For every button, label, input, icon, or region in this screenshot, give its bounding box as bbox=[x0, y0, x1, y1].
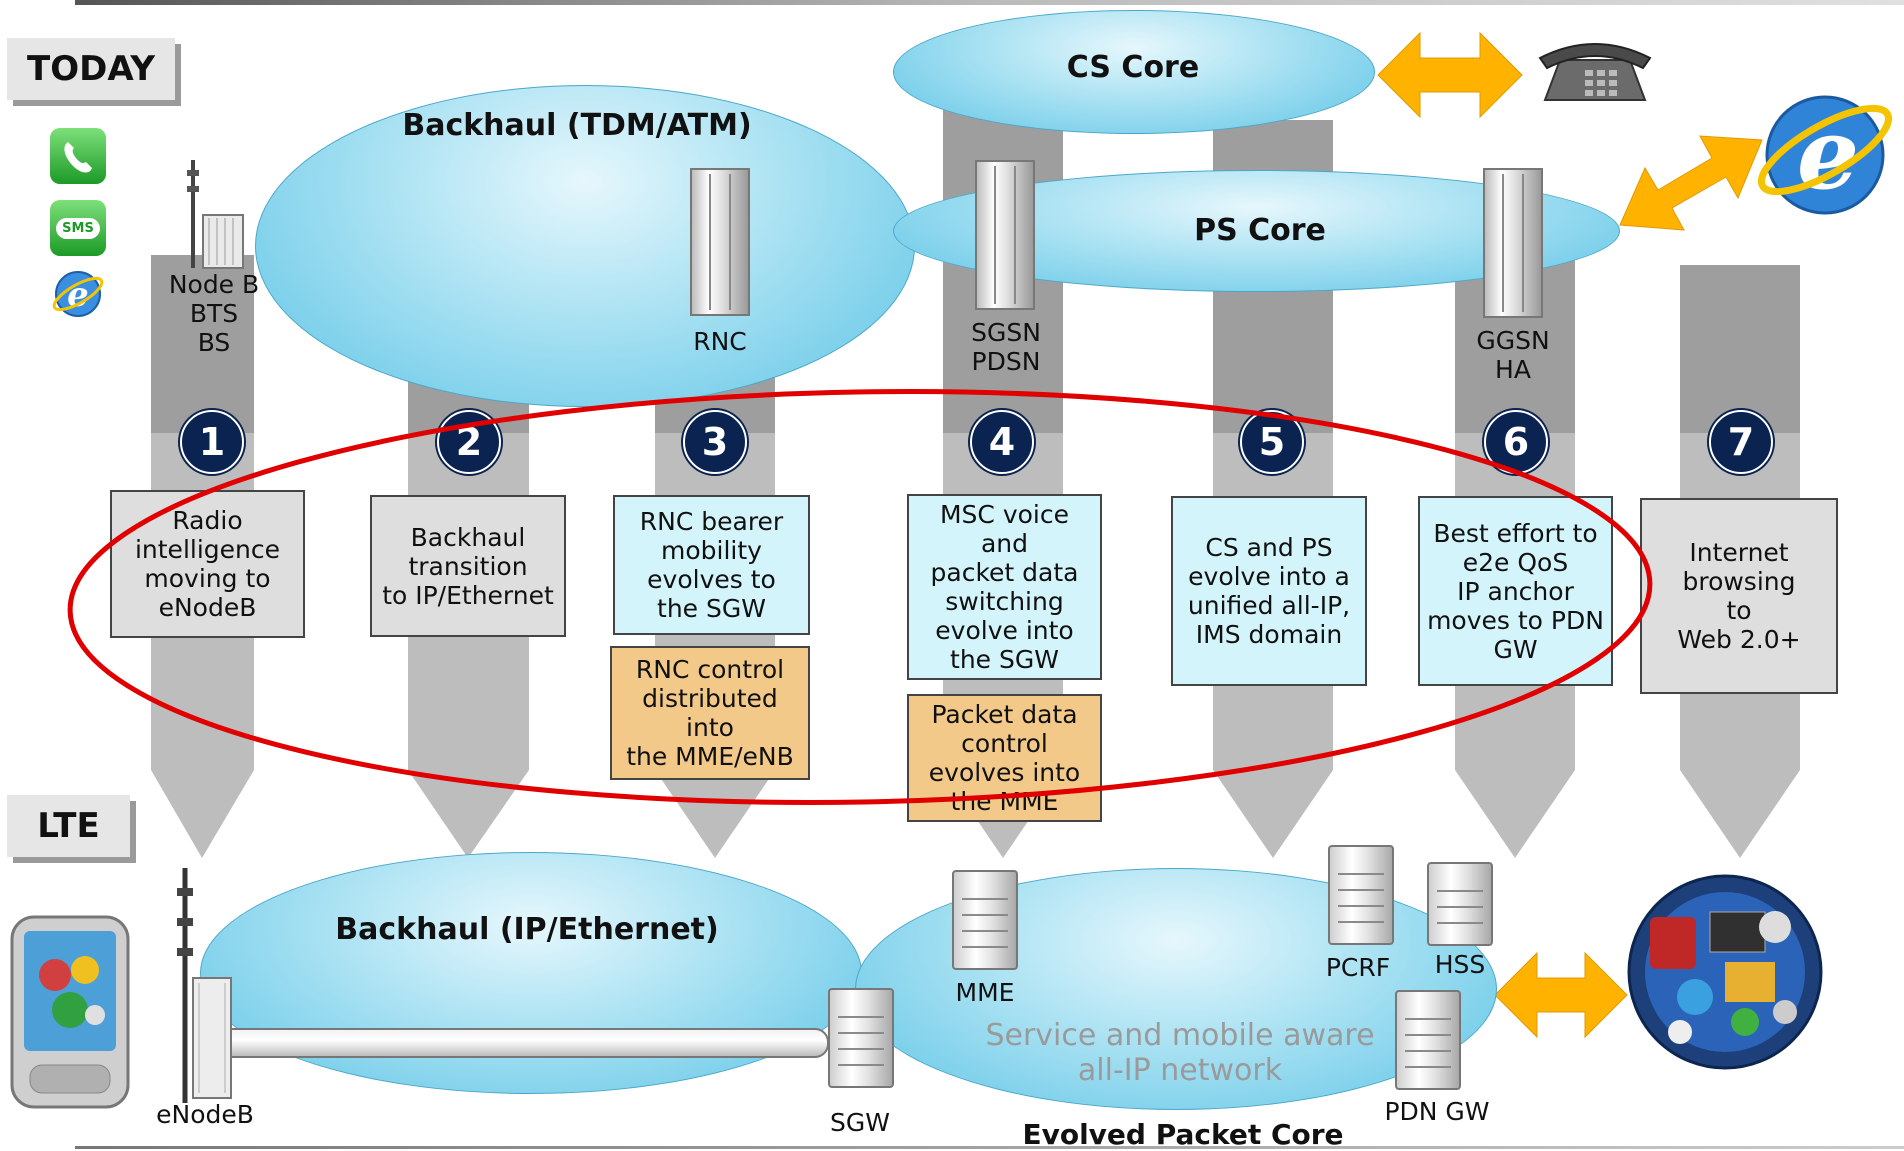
step-3-box: RNC bearer mobility evolves to the SGW bbox=[613, 495, 810, 635]
nodeb-antenna-icon bbox=[187, 160, 244, 269]
sgsn-label: SGSN PDSN bbox=[971, 318, 1041, 376]
pdngw-server-icon bbox=[1395, 990, 1461, 1090]
today-tag: TODAY bbox=[7, 38, 175, 100]
smartphone-icon bbox=[10, 915, 130, 1109]
sgsn-server-icon bbox=[975, 160, 1035, 310]
hss-label: HSS bbox=[1434, 950, 1486, 979]
step-3-extra-box: RNC control distributed into the MME/eNB bbox=[610, 646, 810, 780]
lte-tag: LTE bbox=[7, 795, 130, 857]
top-rule bbox=[75, 0, 1904, 5]
rnc-label: RNC bbox=[693, 327, 747, 356]
backhaul-pipe bbox=[215, 1028, 829, 1058]
bottom-rule bbox=[75, 1146, 1904, 1149]
backhaul-tdm-label: Backhaul (TDM/ATM) bbox=[402, 108, 752, 143]
cs-core-label: CS Core bbox=[1066, 50, 1200, 85]
epc-caption: Evolved Packet Core bbox=[1022, 1118, 1344, 1151]
sgw-server-icon bbox=[828, 988, 894, 1088]
backhaul-tdm-cloud bbox=[255, 85, 915, 407]
enodeb-label: eNodeB bbox=[156, 1100, 254, 1129]
cs-phone-arrow bbox=[1377, 31, 1523, 119]
step-4-extra-box: Packet data control evolves into the MME bbox=[907, 694, 1102, 822]
epc-services-arrow bbox=[1494, 951, 1628, 1039]
rnc-server-icon bbox=[690, 168, 750, 316]
browser-small-icon: e bbox=[50, 266, 106, 322]
pcrf-label: PCRF bbox=[1325, 953, 1391, 982]
ps-internet-arrow bbox=[1619, 135, 1763, 231]
multimedia-services-icon bbox=[1627, 874, 1823, 1070]
sms-app-icon: SMS bbox=[50, 200, 106, 256]
internet-browser-icon: e bbox=[1758, 95, 1892, 215]
phone-app-icon bbox=[50, 128, 106, 184]
step-2-box: Backhaul transition to IP/Ethernet bbox=[370, 495, 566, 637]
ps-core-label: PS Core bbox=[1194, 213, 1326, 248]
step-badge-1: 1 bbox=[180, 410, 244, 474]
step-6-box: Best effort to e2e QoS IP anchor moves t… bbox=[1418, 496, 1613, 686]
ggsn-server-icon bbox=[1483, 168, 1543, 318]
sgw-label: SGW bbox=[830, 1108, 890, 1137]
step-4-box: MSC voice and packet data switching evol… bbox=[907, 494, 1102, 680]
step-7-box: Internet browsing to Web 2.0+ bbox=[1640, 498, 1838, 694]
mme-label: MME bbox=[955, 978, 1015, 1007]
step-badge-7: 7 bbox=[1709, 410, 1773, 474]
step-badge-4: 4 bbox=[970, 410, 1034, 474]
enodeb-antenna-icon bbox=[177, 868, 232, 1103]
epc-inner-label: Service and mobile aware all-IP network bbox=[985, 1018, 1375, 1088]
step-badge-3: 3 bbox=[683, 410, 747, 474]
hss-server-icon bbox=[1427, 862, 1493, 946]
pdngw-label: PDN GW bbox=[1384, 1097, 1490, 1126]
desk-phone-icon bbox=[1538, 43, 1652, 101]
nodeb-label: Node B BTS BS bbox=[168, 270, 260, 357]
ggsn-label: GGSN HA bbox=[1476, 326, 1550, 384]
mme-server-icon bbox=[952, 870, 1018, 970]
step-5-box: CS and PS evolve into a unified all-IP, … bbox=[1171, 496, 1367, 686]
pcrf-server-icon bbox=[1328, 845, 1394, 945]
backhaul-ip-label: Backhaul (IP/Ethernet) bbox=[335, 912, 719, 947]
sms-icon-label: SMS bbox=[56, 217, 100, 239]
cs-core-cloud bbox=[893, 10, 1375, 134]
